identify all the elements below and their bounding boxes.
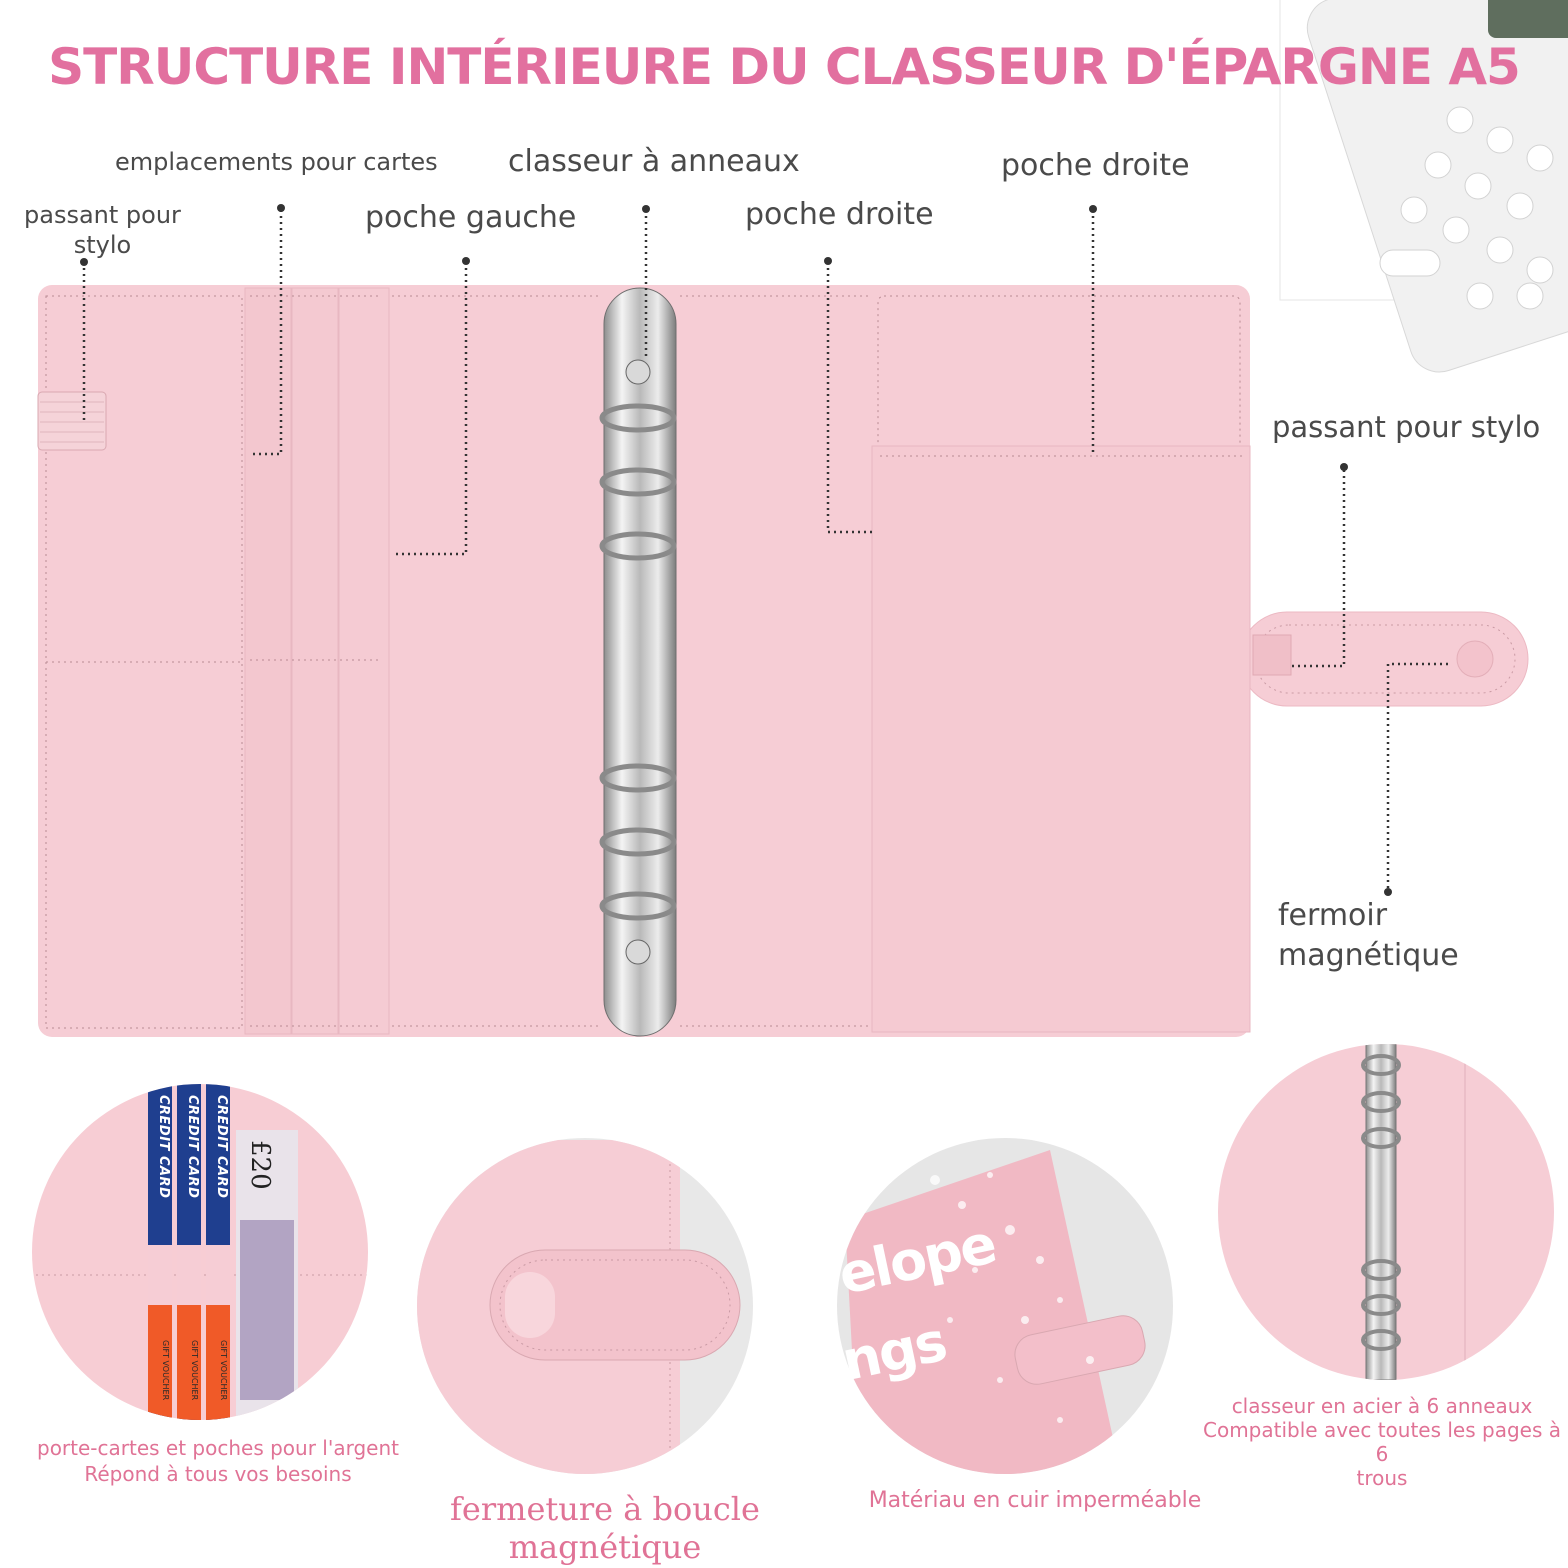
label-right-pocket-inner: poche droite [745,197,934,232]
label-pen-loop-right: passant pour stylo [1272,410,1541,444]
caption-cards: porte-cartes et poches pour l'argent Rép… [37,1436,399,1486]
rings-detail-image [1218,1044,1554,1380]
calculator-image [1279,0,1568,373]
voucher-text-1: GIFT VOUCHER [161,1340,170,1401]
caption-rings: classeur en acier à 6 anneaux Compatible… [1203,1394,1561,1490]
voucher-text-3: GIFT VOUCHER [219,1340,228,1401]
caption-buckle: fermeture à boucle magnétique [450,1490,760,1566]
leader-lines [82,210,1448,890]
card-text-3: CREDIT CARD [214,1095,229,1199]
buckle-detail-image [417,1138,753,1474]
voucher-text-2: GIFT VOUCHER [190,1340,199,1401]
binder-image [37,285,1529,1037]
leader-dots [80,204,1392,896]
cards-detail-image [32,1084,368,1420]
label-magnetic-clasp: fermoir magnétique [1278,898,1459,973]
waterproof-detail-image [837,1138,1173,1474]
card-text-2: CREDIT CARD [185,1095,200,1199]
banknote-text: £20 [245,1140,275,1190]
card-text-1: CREDIT CARD [156,1095,171,1199]
label-right-pocket-outer: poche droite [1001,148,1190,183]
label-pen-loop-left: passant pour stylo [24,201,181,259]
page-title: STRUCTURE INTÉRIEURE DU CLASSEUR D'ÉPARG… [48,38,1521,96]
label-ring-binder: classeur à anneaux [508,144,800,179]
label-left-pocket: poche gauche [365,200,577,235]
caption-material: Matériau en cuir imperméable [868,1488,1202,1513]
label-card-slots: emplacements pour cartes [115,148,438,176]
